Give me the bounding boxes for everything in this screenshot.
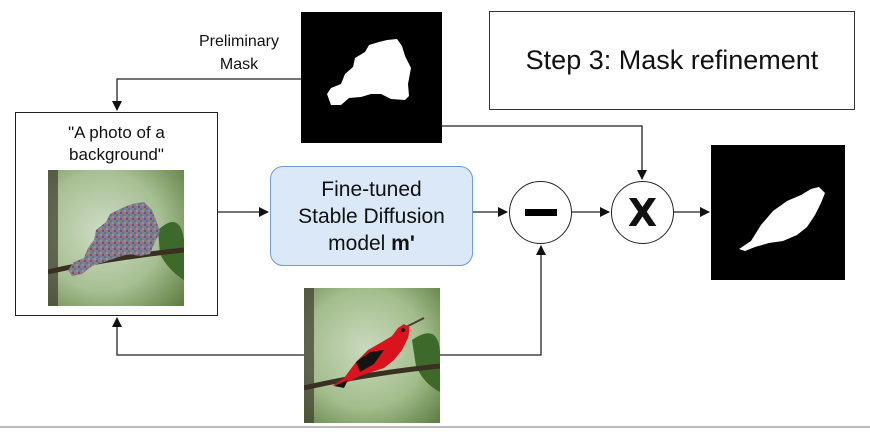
preliminary-mask-shape [327, 39, 411, 105]
subtract-operator [509, 181, 572, 244]
preliminary-label-line1: Preliminary [198, 33, 279, 50]
bottom-divider [0, 426, 870, 428]
times-symbol: X [627, 190, 658, 235]
finetuned-model-box: Fine-tuned Stable Diffusion model m' [270, 166, 473, 266]
model-line3: model m' [328, 230, 415, 257]
model-symbol: m' [391, 231, 415, 255]
model-line3-prefix: model [328, 231, 392, 255]
multiply-operator: X [611, 181, 674, 244]
minus-icon [524, 209, 557, 216]
arrow-photo-to-subtract [440, 245, 546, 356]
step-title: Step 3: Mask refinement [525, 45, 819, 75]
preliminary-mask-image [301, 12, 442, 143]
preliminary-mask-label: Preliminary Mask [180, 30, 298, 76]
arrow-mask-to-input [112, 78, 301, 111]
refined-mask-shape [739, 187, 825, 251]
prompt-line2: background" [69, 145, 164, 164]
refined-mask-image [711, 145, 845, 280]
noised-bird-photo [47, 170, 185, 306]
model-line1: Fine-tuned [321, 177, 422, 201]
original-bird-photo [303, 288, 441, 423]
step-title-box: Step 3: Mask refinement [489, 11, 855, 110]
arrow-mask-to-multiply [442, 125, 647, 180]
arrow-photo-to-input [112, 317, 304, 356]
preliminary-label-line2: Mask [219, 56, 259, 73]
prompt-line1: "A photo of a [68, 123, 165, 142]
model-line2: Stable Diffusion [298, 204, 445, 228]
text-prompt: "A photo of a background" [15, 122, 218, 166]
